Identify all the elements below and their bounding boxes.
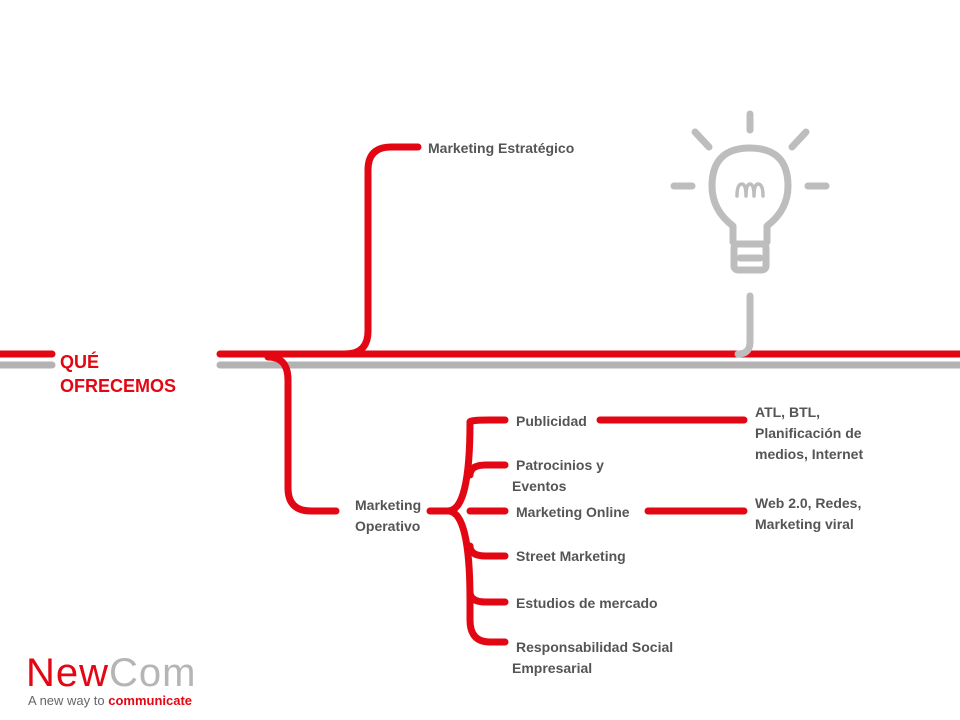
logo-tagline: A new way to communicate <box>28 694 226 708</box>
operative-item-online: Marketing Online <box>516 504 630 520</box>
branch-strategic-label: Marketing Estratégico <box>428 140 575 156</box>
brace-tick-estudios <box>466 588 509 606</box>
branch-operative-label: Marketing Operativo <box>355 497 422 534</box>
logo-tagline-part1: A new way to <box>28 693 105 708</box>
operative-item-publicidad: Publicidad <box>516 413 587 429</box>
operative-brace <box>444 418 494 646</box>
logo-wordmark: NewCom <box>26 652 226 694</box>
lightbulb-icon <box>670 110 830 358</box>
newcom-logo: NewCom A new way to communicate <box>26 652 226 708</box>
logo-word-com: Com <box>109 651 197 695</box>
detail-publicidad: ATL, BTL, Planificación de medios, Inter… <box>755 404 864 462</box>
operative-item-patrocinios: Patrocinios y Eventos <box>512 457 604 494</box>
brace-tick-street <box>466 542 509 560</box>
logo-tagline-part2: communicate <box>108 693 193 708</box>
operative-item-street: Street Marketing <box>516 548 626 564</box>
operative-item-responsabilidad: Responsabilidad Social Empresarial <box>512 639 674 676</box>
logo-word-new: New <box>26 651 110 695</box>
brace-tick-patrocinios <box>466 461 509 479</box>
detail-online: Web 2.0, Redes, Marketing viral <box>755 495 862 532</box>
branch-strategic-connector <box>341 143 422 358</box>
page-title: QUÉ OFRECEMOS <box>60 352 177 396</box>
operative-item-estudios: Estudios de mercado <box>516 595 658 611</box>
branch-operative-connector <box>264 353 340 515</box>
